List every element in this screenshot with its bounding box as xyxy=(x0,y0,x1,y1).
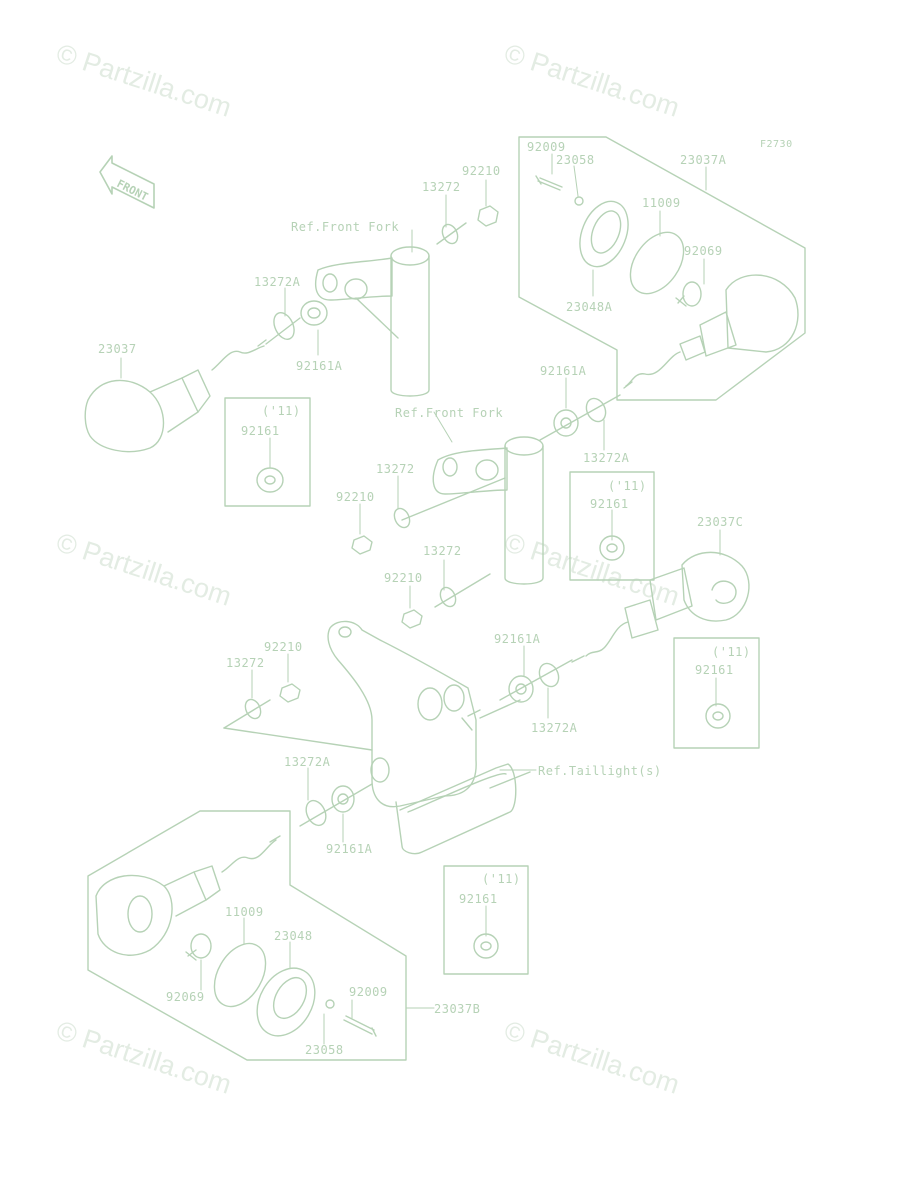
front-arrow-icon: FRONT xyxy=(100,156,154,208)
callout-13272a-right[interactable]: 13272A xyxy=(583,451,630,465)
callout-92069-bottom-left[interactable]: 92069 xyxy=(166,990,205,1004)
callout-92210-mid[interactable]: 92210 xyxy=(336,490,375,504)
callout-11009-bottom-left[interactable]: 11009 xyxy=(225,905,264,919)
rear-bracket xyxy=(328,621,530,853)
group-outline-23037b xyxy=(88,811,406,1060)
callout-23048a[interactable]: 23048A xyxy=(566,300,613,314)
callout-13272a-low[interactable]: 13272A xyxy=(284,755,331,769)
year-box-3-year: ('11) xyxy=(712,645,751,659)
turn-signal-23037 xyxy=(85,370,210,452)
year-box-1-year: ('11) xyxy=(262,404,301,418)
callout-92161a-low[interactable]: 92161A xyxy=(326,842,373,856)
year-box-4 xyxy=(444,866,528,974)
year-box-4-year: ('11) xyxy=(482,872,521,886)
leader-lines xyxy=(121,154,720,1044)
callout-92009-bottom-left[interactable]: 92009 xyxy=(349,985,388,999)
figure-code: F2730 xyxy=(760,139,793,150)
callout-23048[interactable]: 23048 xyxy=(274,929,313,943)
group-outline-23037a xyxy=(519,137,805,400)
turn-signal-23037a-parts xyxy=(536,176,798,388)
year-box-1-part[interactable]: 92161 xyxy=(241,424,280,438)
turn-signal-23037b-parts xyxy=(96,836,376,1046)
callout-23058-top-right[interactable]: 23058 xyxy=(556,153,595,167)
callout-13272a-left[interactable]: 13272A xyxy=(254,275,301,289)
ref-front-fork-upper: Ref.Front Fork xyxy=(291,220,400,234)
callout-13272-top[interactable]: 13272 xyxy=(422,180,461,194)
year-box-3-part[interactable]: 92161 xyxy=(695,663,734,677)
callout-13272a-mid[interactable]: 13272A xyxy=(531,721,578,735)
callout-92210-low[interactable]: 92210 xyxy=(264,640,303,654)
ref-front-fork-lower: Ref.Front Fork xyxy=(395,406,504,420)
lower-left-hardware xyxy=(224,684,372,829)
callout-13272-low[interactable]: 13272 xyxy=(226,656,265,670)
callout-92069-top-right[interactable]: 92069 xyxy=(684,244,723,258)
middle-hardware xyxy=(352,506,490,628)
callout-13272-mid[interactable]: 13272 xyxy=(376,462,415,476)
front-fork-upper xyxy=(316,247,429,396)
year-box-2-year: ('11) xyxy=(608,479,647,493)
callout-11009-top-right[interactable]: 11009 xyxy=(642,196,681,210)
callout-92210-top[interactable]: 92210 xyxy=(462,164,501,178)
year-box-2 xyxy=(570,472,654,580)
callout-92161a-left[interactable]: 92161A xyxy=(296,359,343,373)
right-mid-hardware xyxy=(500,660,572,702)
year-box-2-part[interactable]: 92161 xyxy=(590,497,629,511)
ref-taillight: Ref.Taillight(s) xyxy=(538,764,662,778)
right-upper-hardware xyxy=(540,395,620,440)
callout-92161a-right[interactable]: 92161A xyxy=(540,364,587,378)
year-box-1 xyxy=(225,398,310,506)
callout-92161a-mid[interactable]: 92161A xyxy=(494,632,541,646)
callout-13272-mid2[interactable]: 13272 xyxy=(423,544,462,558)
callout-92009-top-right[interactable]: 92009 xyxy=(527,140,566,154)
callout-23058-bottom-left[interactable]: 23058 xyxy=(305,1043,344,1057)
callout-23037[interactable]: 23037 xyxy=(98,342,137,356)
year-box-3 xyxy=(674,638,759,748)
callout-23037b[interactable]: 23037B xyxy=(434,1002,481,1016)
callout-92210-mid2[interactable]: 92210 xyxy=(384,571,423,585)
year-box-4-part[interactable]: 92161 xyxy=(459,892,498,906)
front-arrow-label: FRONT xyxy=(115,177,151,204)
callout-23037c[interactable]: 23037C xyxy=(697,515,744,529)
turn-signal-23037c xyxy=(572,552,749,662)
front-fork-lower xyxy=(402,437,543,584)
callout-23037a[interactable]: 23037A xyxy=(680,153,727,167)
